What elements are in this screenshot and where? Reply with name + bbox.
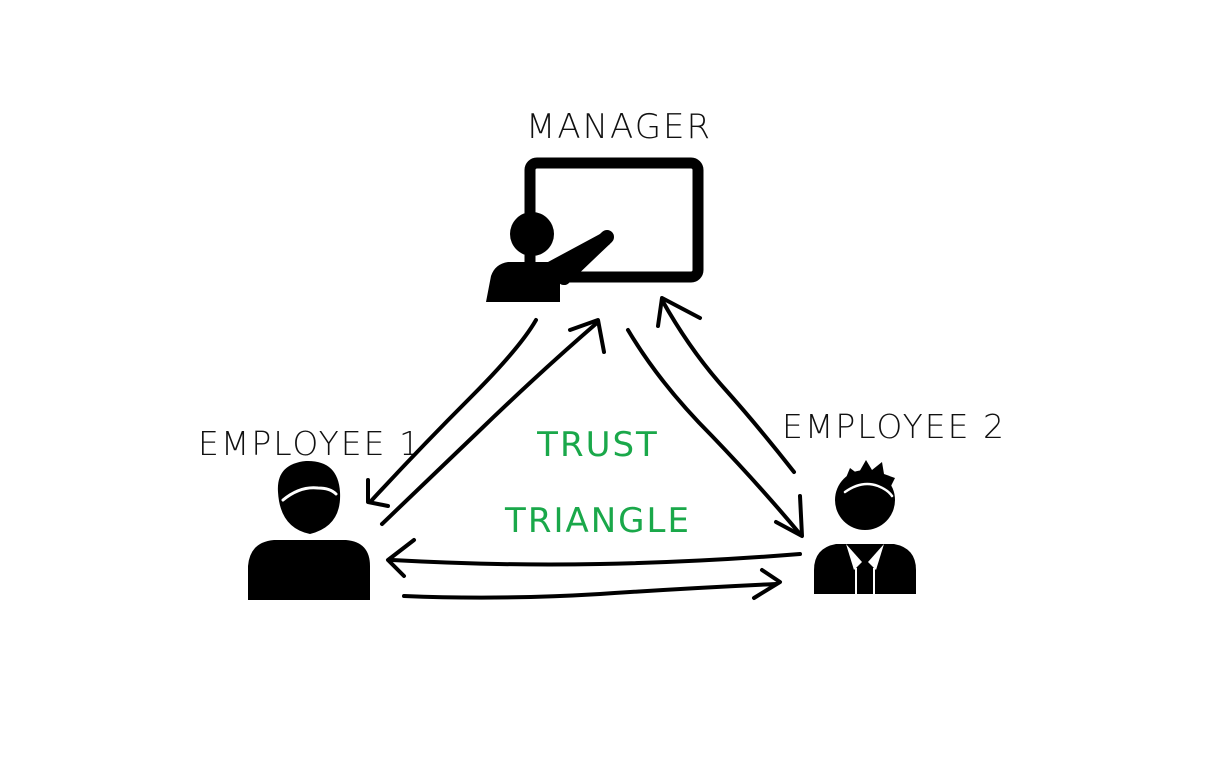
arrow-employee1-to-employee2 <box>402 568 782 600</box>
title-line-2: TRIANGLE <box>504 501 691 541</box>
person-icon <box>248 460 370 600</box>
arrow-employee2-to-employee1 <box>386 538 802 578</box>
arrow-employee1-to-manager <box>380 318 606 526</box>
manager-label: MANAGER <box>526 107 712 147</box>
presenter-at-board-icon <box>486 157 704 302</box>
employee1-label: EMPLOYEE 1 <box>198 424 422 463</box>
arrow-employee2-to-manager <box>656 296 796 474</box>
arrow-manager-to-employee1 <box>366 318 538 508</box>
arrow-manager-to-employee2 <box>626 328 804 538</box>
title-line-1: TRUST <box>536 425 659 465</box>
person-with-collar-icon <box>814 460 916 594</box>
employee2-label: EMPLOYEE 2 <box>782 407 1006 446</box>
